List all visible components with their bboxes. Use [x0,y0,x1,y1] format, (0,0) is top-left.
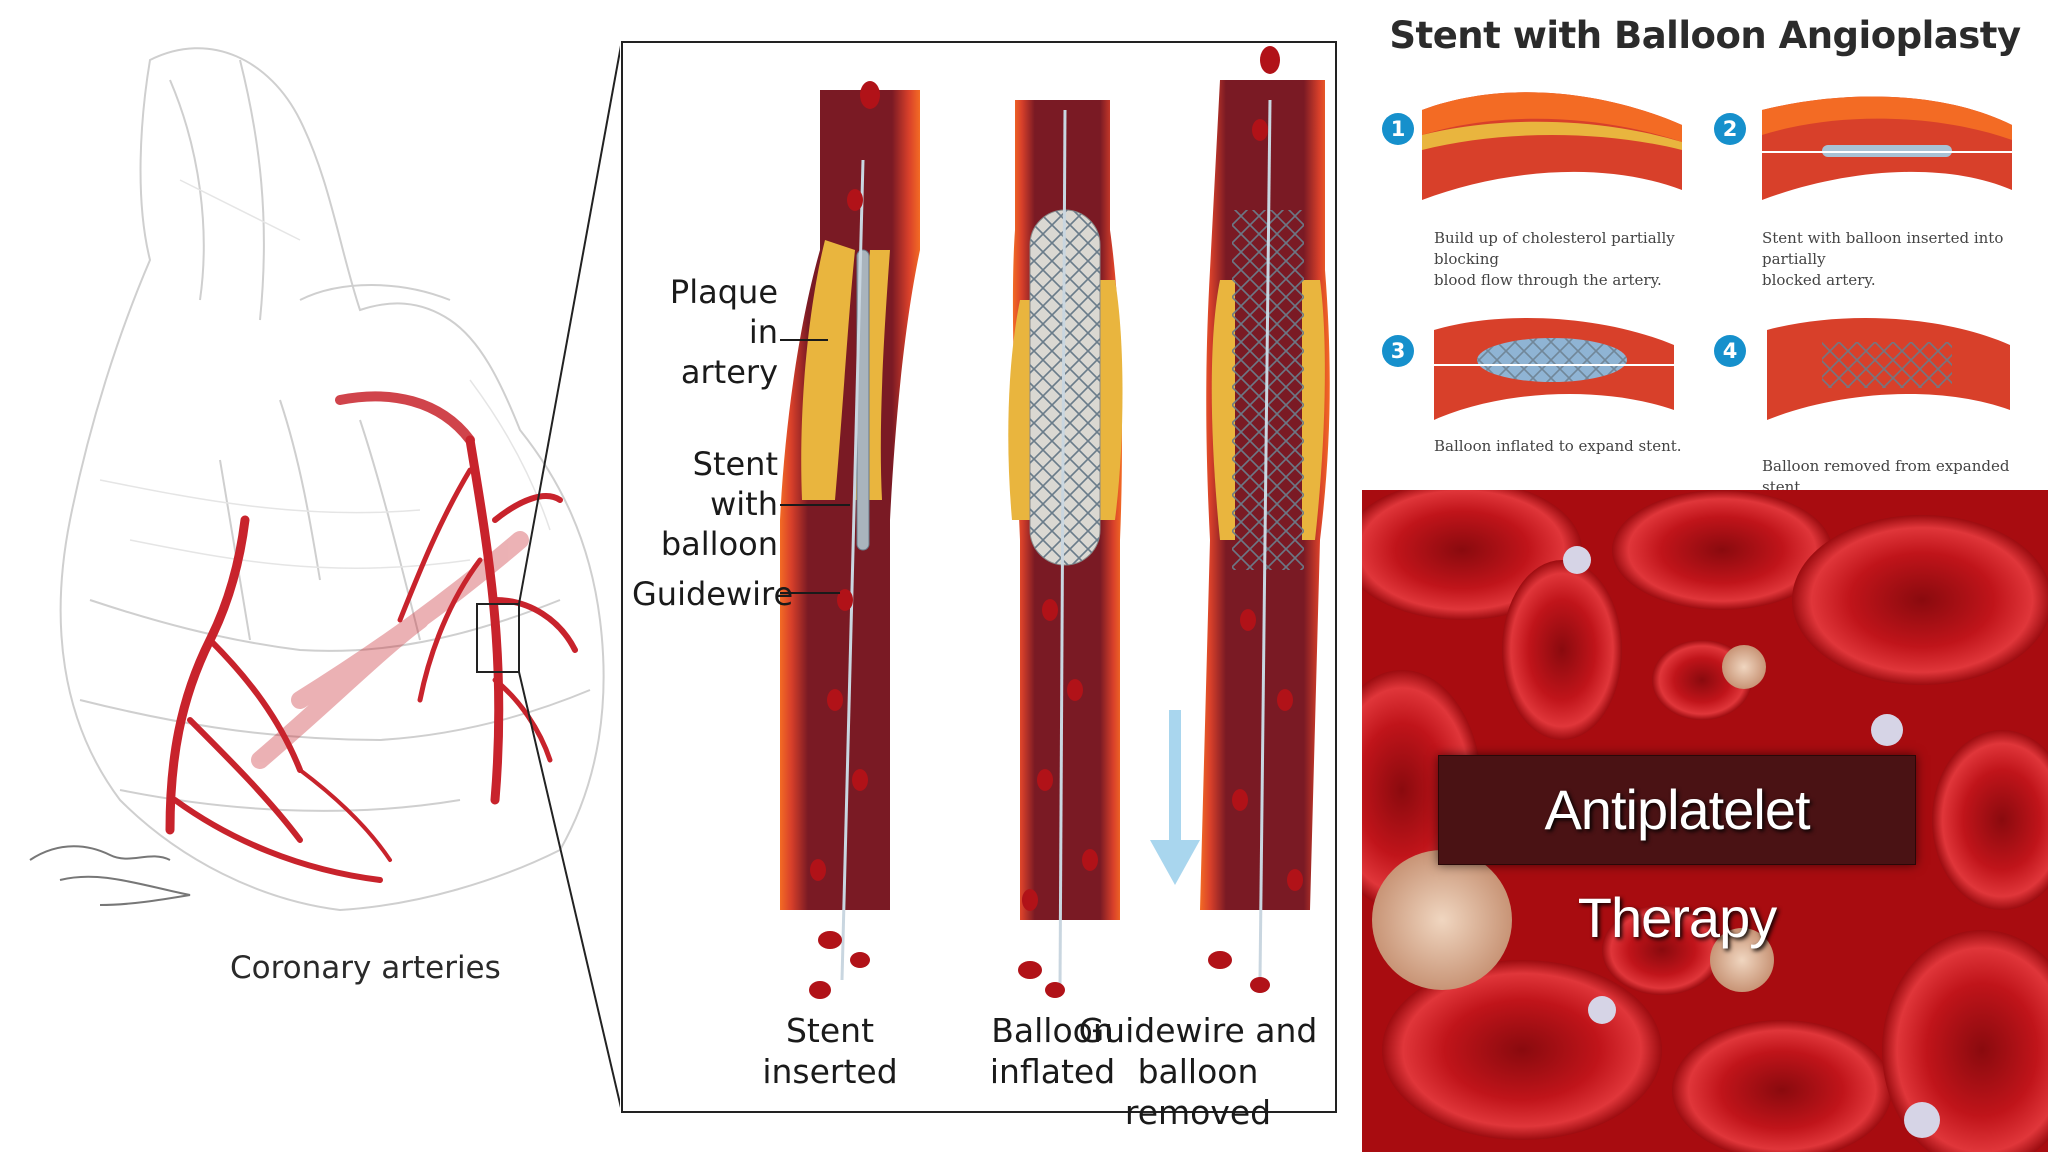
therapy-banner: Antiplatelet Therapy [1438,755,1916,949]
stent-with-balloon-label: Stent with balloon [660,445,778,563]
caption-guidewire-removed: Guidewire and balloon removed [1078,1011,1318,1132]
caption-balloon-inflated: Balloon inflated [989,1011,1116,1091]
step-1-badge: 1 [1382,113,1414,145]
step-4-artery [1767,318,2010,420]
vessel-guidewire-removed [1150,80,1330,981]
step-2-artery [1762,96,2012,200]
step-1-artery [1422,92,1682,200]
step-3-caption: Balloon inflated to expand stent. [1434,437,1682,455]
step-2-badge: 2 [1714,113,1746,145]
step-3-badge: 3 [1382,335,1414,367]
steps-title: Stent with Balloon Angioplasty [1389,14,2021,57]
step-1-caption: Build up of cholesterol partially blocki… [1434,229,1675,289]
stent-procedure-panel: Plaque in artery Stent with balloon Guid… [620,0,1340,1152]
step-4-badge: 4 [1714,335,1746,367]
vessel-balloon-inflated [1008,100,1123,991]
antiplatelet-therapy-title: Antiplatelet Therapy [1544,778,1810,949]
antiplatelet-therapy-panel: Antiplatelet Therapy [1362,490,2048,1152]
vessel-stent-inserted [780,90,920,981]
coronary-arteries-caption: Coronary arteries [230,950,501,986]
heart-illustration-panel: Coronary arteries [0,0,623,1152]
step-2-caption: Stent with balloon inserted into partial… [1762,229,2004,289]
step-3-artery [1434,318,1674,420]
stent-procedure-illustration [621,41,1337,1113]
heart-illustration [29,39,623,1113]
angioplasty-steps-illustration [1422,92,2012,420]
red-blood-cells [809,46,1303,999]
guidewire-label: Guidewire [632,575,794,613]
angioplasty-steps-panel: Stent with Balloon Angioplasty 1 2 3 4 B… [1362,0,2048,496]
caption-stent-inserted: Stent inserted [762,1011,898,1091]
plaque-in-artery-label: Plaque in artery [669,273,778,391]
